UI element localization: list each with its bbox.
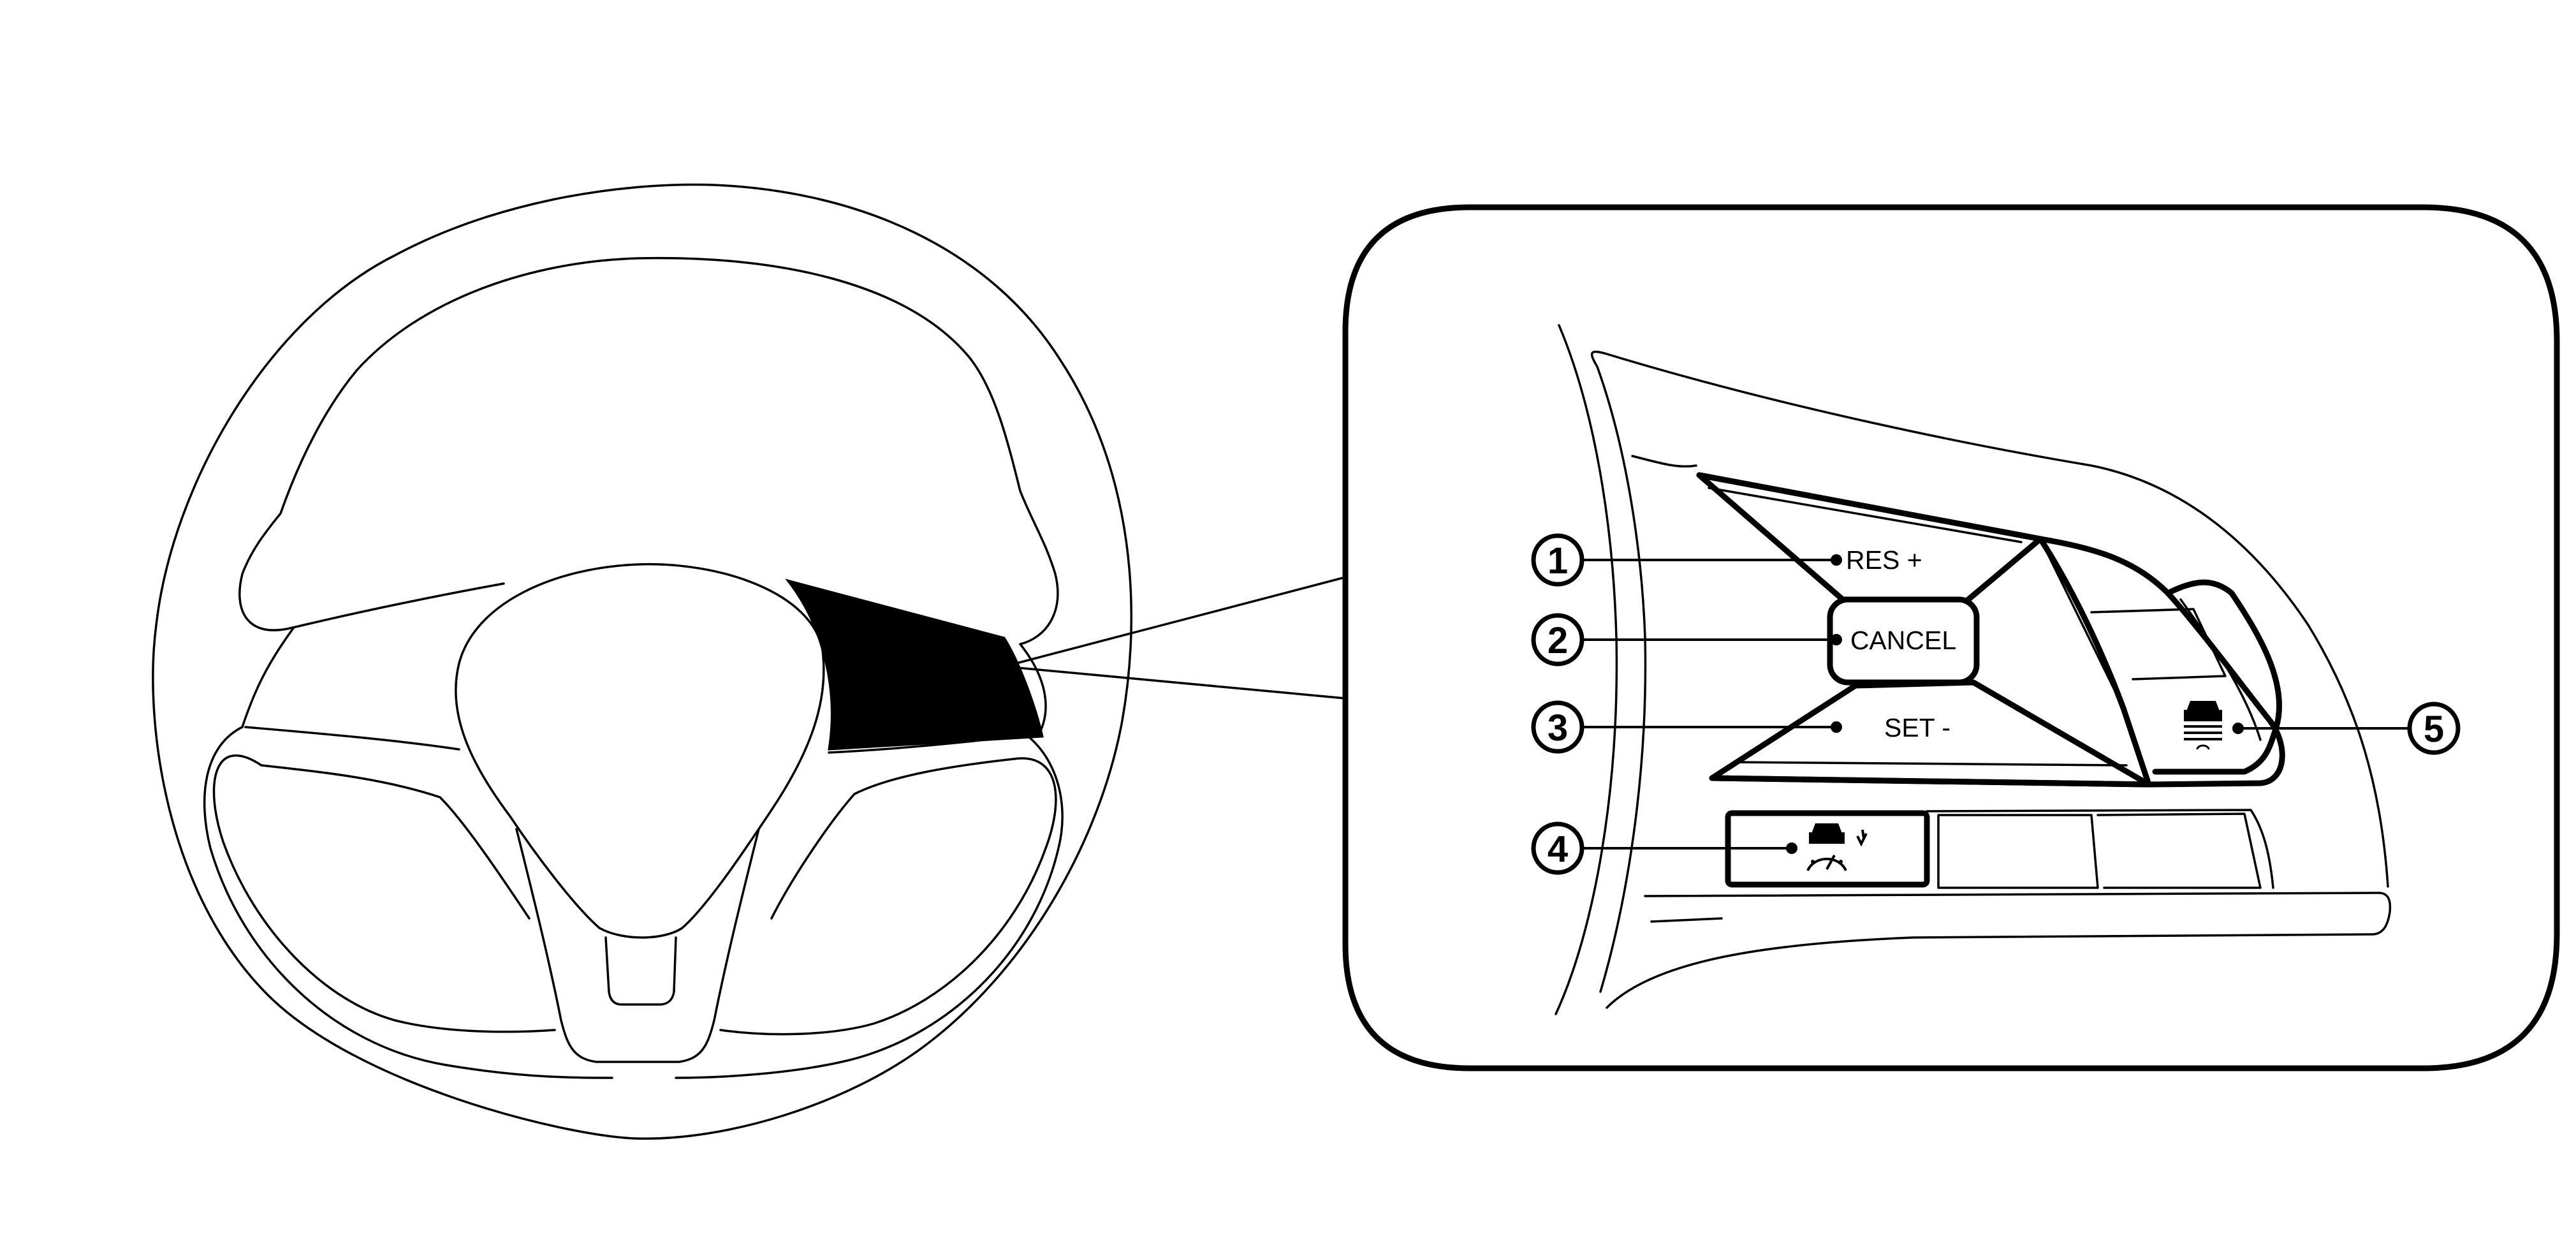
callout-2-number: 2 <box>1548 620 1568 661</box>
housing-band-line <box>1650 917 1723 923</box>
housing-upper-step <box>1631 455 1697 468</box>
driving-assist-speedometer-icon <box>1806 823 1868 871</box>
lower-right-opening <box>719 757 1057 1036</box>
lower-spoke-tab <box>604 936 677 1006</box>
callout-3: 3 <box>1531 700 1584 754</box>
distance-car-icon <box>2184 701 2222 750</box>
set-minus-label: SET - <box>1884 713 1950 742</box>
distance-button-side <box>2179 598 2262 741</box>
lower-left-opening-inner <box>260 764 531 920</box>
set-minus-button[interactable] <box>1709 679 2152 788</box>
set-minus-inner-line <box>1733 761 2128 767</box>
left-spoke-bottom <box>241 627 295 728</box>
blank-switch-1 <box>1937 814 2099 889</box>
lower-right-opening-inner <box>770 758 1015 920</box>
housing-top-edge <box>1590 350 2389 888</box>
lower-left-opening <box>212 754 556 1033</box>
housing-outer-arc <box>1555 324 1618 1015</box>
switch-detail-panel: RES + CANCEL SET - 1 2 3 4 <box>1342 204 2560 1071</box>
callout-4: 4 <box>1531 821 1584 875</box>
blank-switch-frame <box>1926 809 2274 889</box>
left-spoke-lower-line <box>244 726 460 751</box>
cancel-label: CANCEL <box>1850 626 1956 655</box>
callout-3-number: 3 <box>1548 707 1568 749</box>
callout-4-number: 4 <box>1548 828 1568 870</box>
inner-rim-lower-right <box>675 726 1064 1079</box>
inner-rim-lower-left <box>203 726 613 1079</box>
highlighted-switch-area <box>785 578 1044 751</box>
blank-switch-2 <box>2097 813 2262 889</box>
callout-pointer <box>1003 576 1347 700</box>
switch-right-rocker[interactable] <box>2039 538 2150 786</box>
housing-inner-arc <box>1596 365 1647 993</box>
res-plus-inner-line <box>1708 487 2023 543</box>
callout-2: 2 <box>1531 613 1584 666</box>
res-plus-label: RES + <box>1846 545 1922 575</box>
right-spoke-edge <box>1019 643 1047 735</box>
callout-1: 1 <box>1531 533 1584 587</box>
wheel-outer-rim <box>152 183 1133 1140</box>
housing-bottom-band <box>1606 892 2392 1009</box>
center-hub <box>455 563 825 939</box>
distance-button[interactable] <box>2152 579 2282 775</box>
callout-1-number: 1 <box>1548 540 1568 582</box>
steering-wheel <box>152 183 1133 1140</box>
left-spoke-top <box>289 582 505 629</box>
callout-5-number: 5 <box>2424 709 2444 750</box>
lower-spoke-left <box>515 828 760 1063</box>
wheel-inner-upper <box>238 256 1059 645</box>
callout-5: 5 <box>2407 702 2461 755</box>
